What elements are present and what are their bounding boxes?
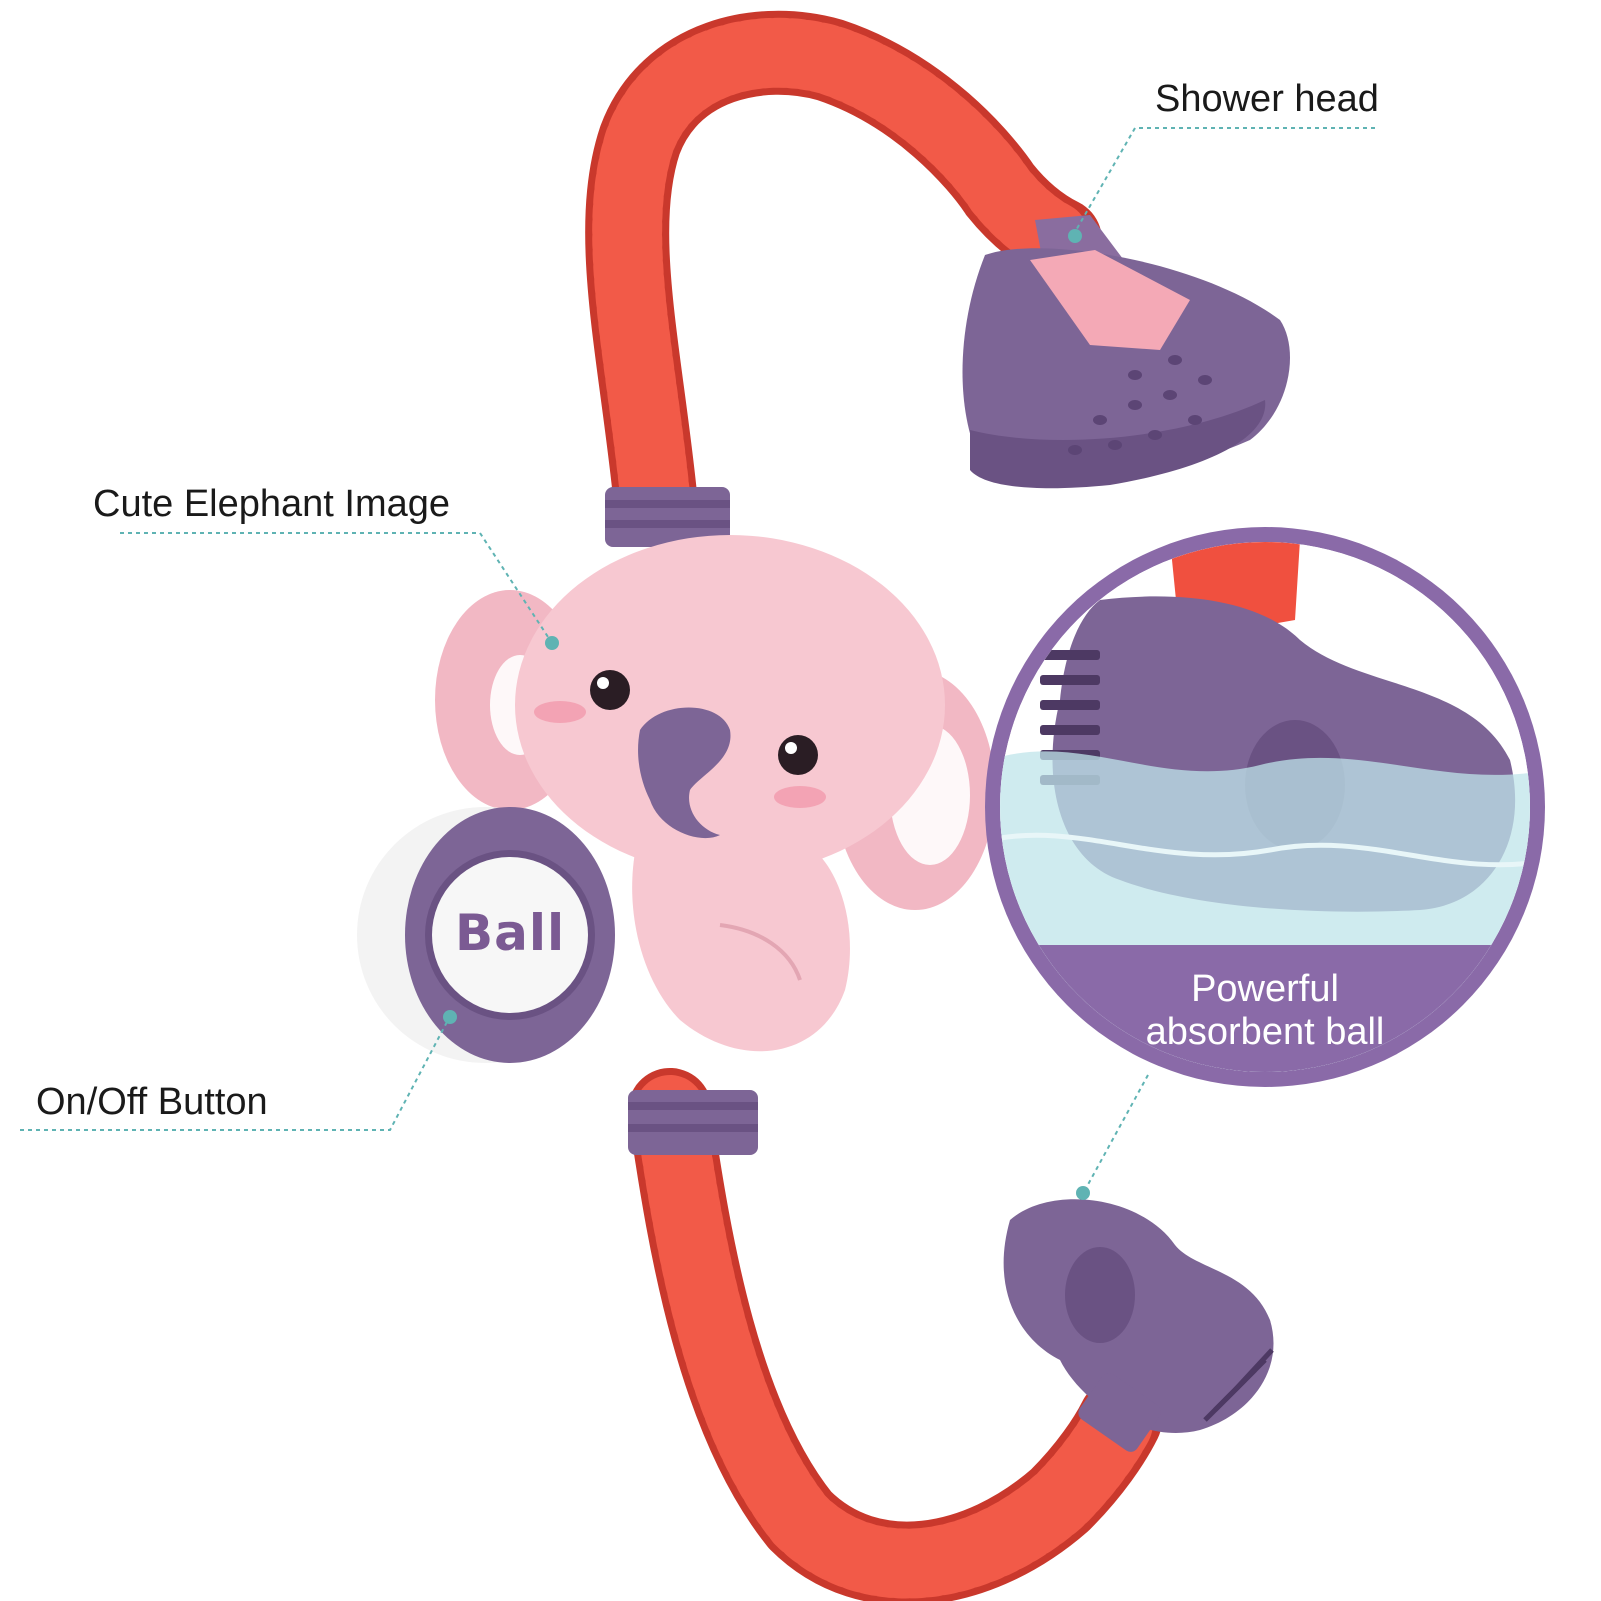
inset-magnifier — [985, 527, 1545, 1087]
suction-base — [1003, 1199, 1274, 1452]
leader-ball — [1084, 1074, 1149, 1191]
leader-button — [20, 1019, 449, 1131]
ball-button-text: Ball — [455, 904, 566, 962]
lower-connector — [628, 1090, 758, 1155]
inset-caption-line-2: absorbent ball — [1145, 1010, 1385, 1053]
shower-head-label: Shower head — [1155, 78, 1379, 120]
leader-shower-head — [1074, 127, 1375, 233]
shower-head — [962, 215, 1290, 489]
inset-caption-line-1: Powerful — [1191, 968, 1339, 1010]
elephant-label: Cute Elephant Image — [93, 483, 451, 525]
leader-elephant — [120, 532, 551, 641]
on-off-button-label: On/Off Button — [36, 1081, 268, 1123]
on-off-button — [357, 807, 615, 1063]
inset-caption: Powerful absorbent ball — [1110, 968, 1420, 1053]
elephant-body — [435, 535, 995, 1052]
